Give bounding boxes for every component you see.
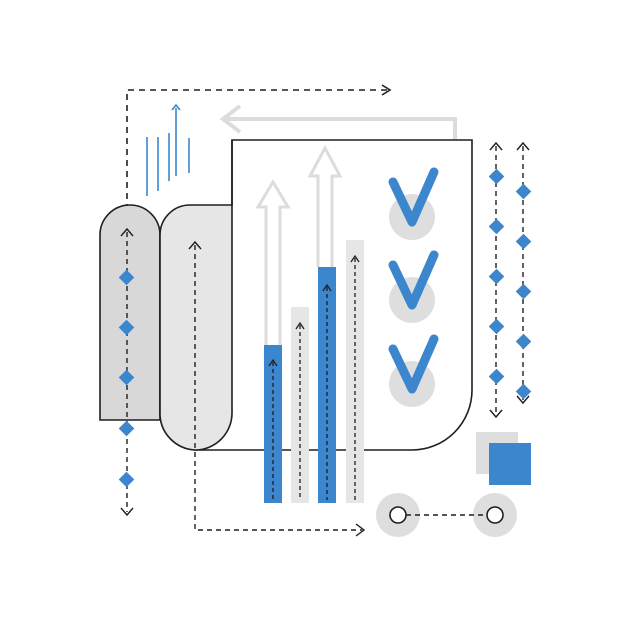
checkmark-icon [388,334,439,407]
return-arrow-icon [219,104,457,142]
diamond-marker-icon [488,268,505,285]
checkmark-icon [388,250,439,323]
growth-bars [255,144,364,503]
bottom-dashed-flow-arrow [188,240,366,537]
diamond-marker-icon [488,318,505,335]
right-dashed-axis-2 [515,141,532,405]
diamond-marker-icon [118,471,135,488]
diamond-marker-icon [488,368,505,385]
diamond-marker-icon [515,233,532,250]
diamond-marker-icon [488,218,505,235]
bar-blue-1 [264,345,282,503]
right-dashed-axis-1 [488,141,505,419]
diamond-marker-icon [515,283,532,300]
diamond-marker-icon [488,168,505,185]
node-connector-icon [376,493,517,537]
signal-lines-icon [146,103,190,196]
up-arrow-icon [255,179,291,345]
diamond-marker-icon [515,333,532,350]
diamond-marker-icon [118,420,135,437]
checklist [388,167,439,407]
top-dashed-flow-arrow [126,84,392,210]
up-arrow-icon [307,144,343,267]
square-stack-icon [476,432,531,485]
diamond-marker-icon [515,183,532,200]
checkmark-icon [388,167,439,240]
